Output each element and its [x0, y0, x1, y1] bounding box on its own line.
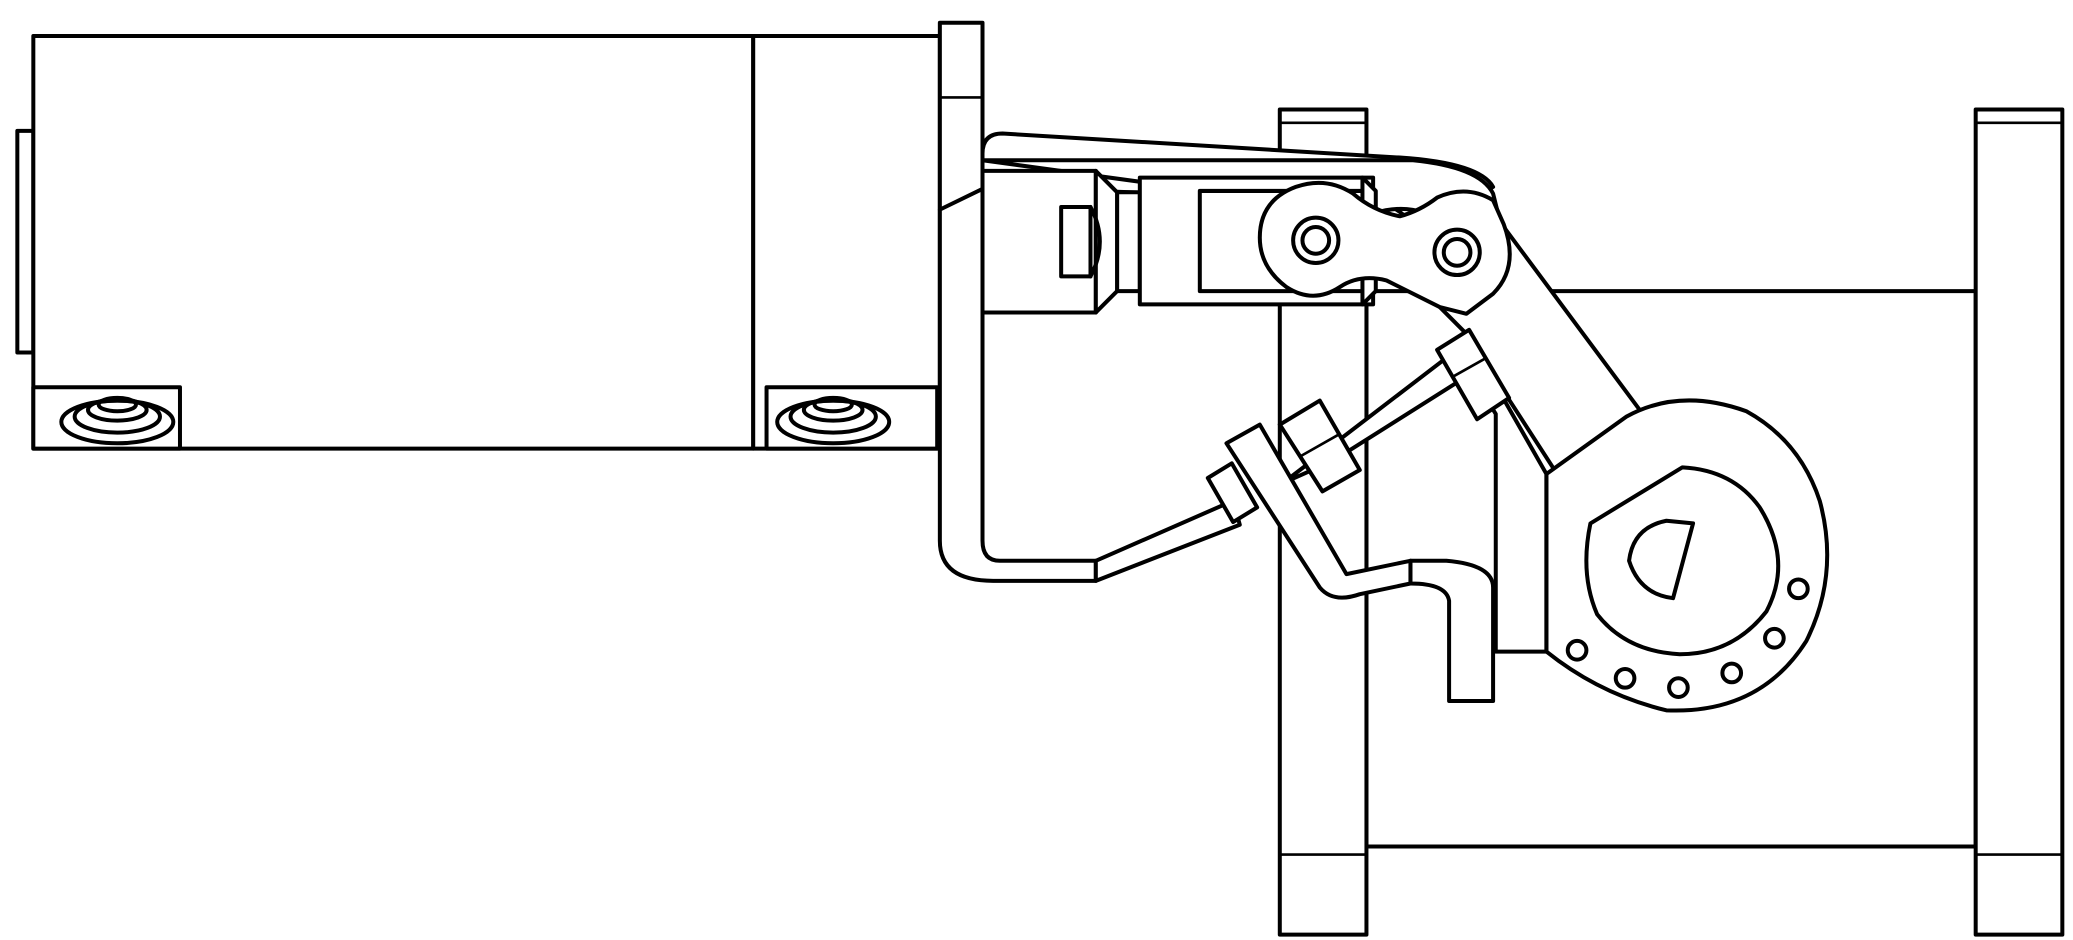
lever-pivot-pin-right — [1432, 227, 1482, 278]
lever-pivot-pin-left — [1291, 215, 1341, 266]
adjuster-locknut-lower — [1205, 461, 1260, 525]
adjuster-locknut-upper — [1435, 327, 1512, 422]
mounting-bolt-right — [775, 395, 892, 446]
quadrant-detent-holes — [1565, 577, 1810, 699]
actuator-motor-housing — [15, 34, 942, 451]
adjuster-locknut-middle — [1277, 398, 1362, 494]
mounting-bolt-left — [59, 395, 176, 446]
valve-position-quadrant — [1544, 398, 1830, 713]
